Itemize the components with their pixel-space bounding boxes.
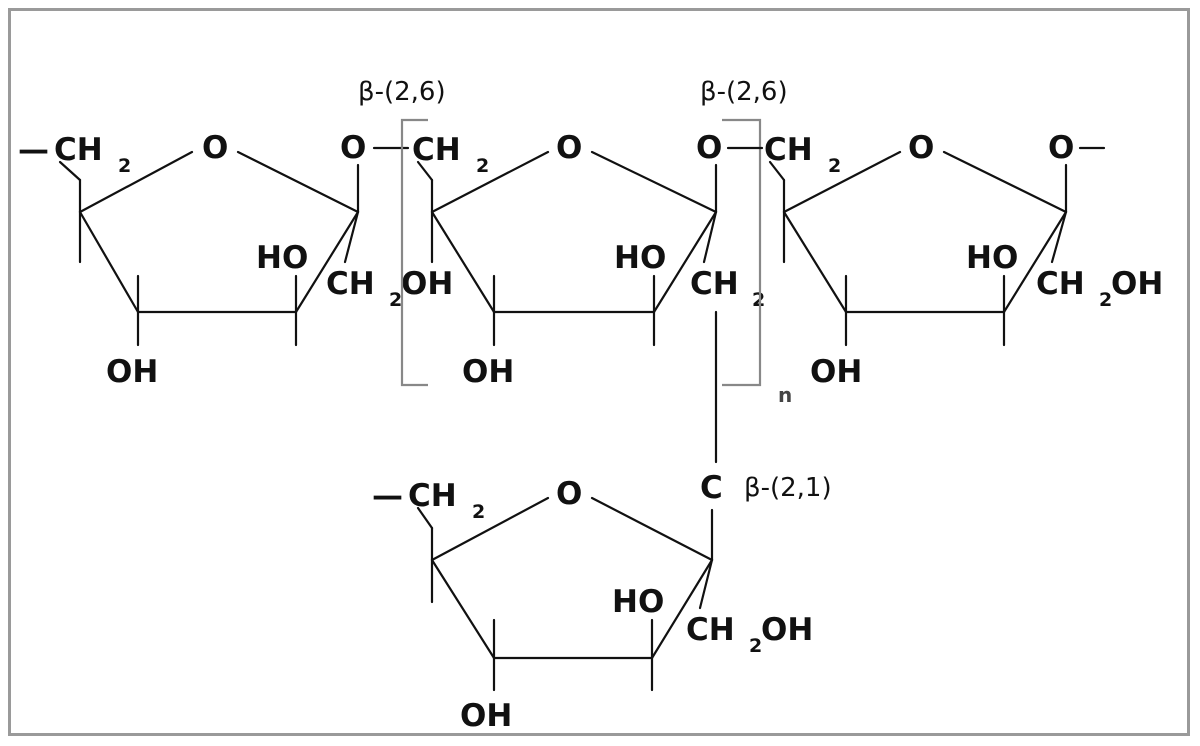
ring2-ch2-branch-label: CH bbox=[690, 266, 739, 302]
ring2-oh-label: OH bbox=[462, 354, 514, 390]
ring3-ch2oh-oh: OH bbox=[1111, 266, 1163, 302]
ring4-c2-to-ch2oh bbox=[698, 558, 714, 610]
ring2-bond-c5-c4 bbox=[430, 210, 496, 314]
ring2-bond-c5-o bbox=[430, 150, 550, 214]
ring3-bond-c3-c2 bbox=[1002, 210, 1068, 314]
ring4-ch2oh-subscript: 2 bbox=[749, 635, 762, 657]
ring1-bond-o-c2 bbox=[236, 150, 360, 214]
linkage-1-label: β-(2,6) bbox=[358, 77, 446, 107]
ring2-bond-c3-c2 bbox=[652, 210, 718, 314]
ring1-c2-to-ch2oh bbox=[343, 210, 360, 264]
ring2-ch2-branch-subscript: 2 bbox=[752, 289, 765, 311]
ring3-ch2-to-c5 bbox=[768, 160, 786, 182]
ring1-ch2oh-ch: CH bbox=[326, 266, 375, 302]
ring4-oxygen: O bbox=[556, 476, 582, 512]
ring1-ch2oh-subscript: 2 bbox=[389, 289, 402, 311]
ring3-oxygen: O bbox=[908, 130, 934, 166]
ring3-bond-c5-o bbox=[782, 150, 902, 214]
ring3-ch2oh-subscript: 2 bbox=[1099, 289, 1112, 311]
ring2-c2-to-ch2 bbox=[702, 210, 718, 264]
ring1-bond-c5-c4 bbox=[78, 210, 140, 314]
ring4-ch2-subscript: 2 bbox=[472, 501, 485, 523]
ring3-ch2-label: CH bbox=[764, 132, 813, 168]
ring2-ch2-to-c5 bbox=[416, 160, 434, 182]
ring1-dash: — bbox=[18, 132, 49, 168]
ring1-ch2-label: CH bbox=[54, 132, 103, 168]
ring3-ch2oh-ch: CH bbox=[1036, 266, 1085, 302]
ring1-ch2-to-c5 bbox=[58, 160, 82, 182]
ring3-bond-c5-c4 bbox=[782, 210, 848, 314]
ring4-bond-c5-c4 bbox=[430, 558, 496, 660]
ring4-bond-c3-c2 bbox=[650, 558, 714, 660]
ring3-bond-o-c2 bbox=[942, 150, 1068, 214]
ring1-ho-label: HO bbox=[256, 240, 308, 276]
ring4-bond-c5-o bbox=[430, 496, 550, 562]
ring2-ch2-label: CH bbox=[412, 132, 461, 168]
ring1-bond-c3-c2 bbox=[294, 210, 360, 314]
ring3-terminal-oxygen: O bbox=[1048, 130, 1074, 166]
repeat-count-label: n bbox=[778, 383, 792, 407]
ring4-ch2-to-c5 bbox=[416, 506, 434, 530]
ring4-ch2-label: CH bbox=[408, 478, 457, 514]
ring4-oh-label: OH bbox=[460, 698, 512, 734]
ring1-bond-c5-o bbox=[78, 150, 194, 214]
fructose-ring-3 bbox=[768, 150, 1068, 347]
figure-frame bbox=[8, 8, 1190, 736]
linkage-3-label: β-(2,1) bbox=[744, 473, 832, 503]
ring3-ch2-subscript: 2 bbox=[828, 155, 841, 177]
ring2-ho-label: HO bbox=[614, 240, 666, 276]
ring2-oxygen: O bbox=[556, 130, 582, 166]
fructose-ring-2 bbox=[416, 150, 718, 347]
repeat-bracket-left bbox=[400, 118, 428, 387]
ring2-bond-o-c2 bbox=[590, 150, 718, 214]
ring1-glycosidic-oxygen: O bbox=[340, 130, 366, 166]
ring4-ch2oh-ch: CH bbox=[686, 612, 735, 648]
ring4-bond-o-c2 bbox=[590, 496, 714, 562]
ring2-ch2-subscript: 2 bbox=[476, 155, 489, 177]
fructose-ring-4 bbox=[416, 496, 714, 692]
linkage-2-label: β-(2,6) bbox=[700, 77, 788, 107]
ring4-ho-label: HO bbox=[612, 584, 664, 620]
ring1-ch2-subscript: 2 bbox=[118, 155, 131, 177]
ring3-oh-label: OH bbox=[810, 354, 862, 390]
ring3-c2-to-ch2oh bbox=[1050, 210, 1068, 264]
ring1-oxygen: O bbox=[202, 130, 228, 166]
ring1-oh-label: OH bbox=[106, 354, 158, 390]
ring4-ch2oh-oh: OH bbox=[761, 612, 813, 648]
branch-carbon-label: C bbox=[700, 470, 723, 506]
ring3-ho-label: HO bbox=[966, 240, 1018, 276]
fructose-ring-1 bbox=[58, 150, 360, 347]
ring1-ch2oh-oh: OH bbox=[401, 266, 453, 302]
ring4-dash: — bbox=[372, 478, 403, 514]
repeat-bracket-right bbox=[722, 118, 762, 387]
ring2-glycosidic-oxygen: O bbox=[696, 130, 722, 166]
